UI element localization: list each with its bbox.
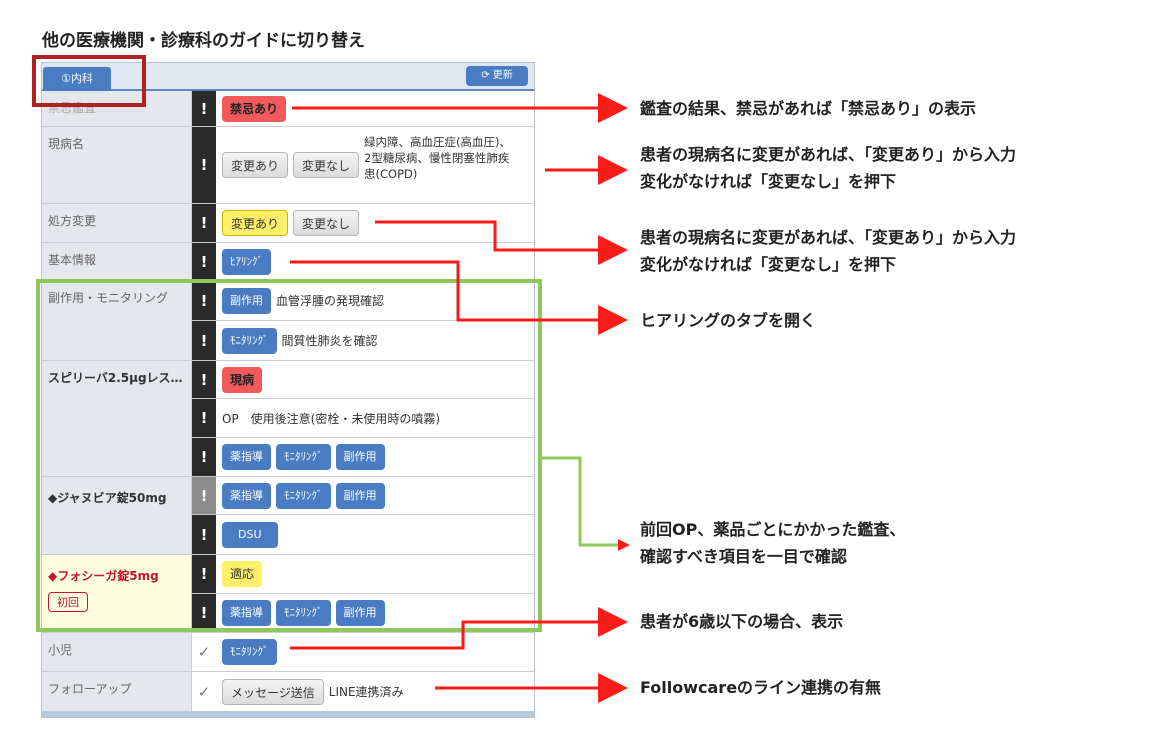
annotation-disease: 患者の現病名に変更があれば、「変更あり」から入力変化がなければ「変更なし」を押下 (640, 141, 1016, 195)
monitoring-button[interactable]: ﾓﾆﾀﾘﾝｸﾞ (222, 327, 277, 354)
monitoring-note: 間質性肺炎を確認 (281, 334, 378, 348)
annotation-hearing: ヒアリングのタブを開く (640, 311, 817, 330)
side-effect-button[interactable]: 副作用 (222, 287, 271, 314)
alert-icon: ! (192, 515, 216, 554)
row-rx-change: 処方変更 ! 変更あり変更なし (42, 204, 534, 243)
arrow-5-head (618, 539, 630, 551)
alert-icon: ! (192, 594, 216, 632)
alert-icon: ! (192, 243, 216, 280)
row-kinki: 禁忌鑑査 ! 禁忌あり (42, 91, 534, 127)
row-disease: 現病名 ! 変更あり変更なし緑内障、高血圧症(高血圧)、2型糖尿病、慢性閉塞性肺… (42, 127, 534, 204)
annotation-kinki: 鑑査の結果、禁忌があれば「禁忌あり」の表示 (640, 99, 977, 118)
row-side-effect-monitoring: 副作用・モニタリング !副作用血管浮腫の発現確認 !ﾓﾆﾀﾘﾝｸﾞ 間質性肺炎を確… (42, 281, 534, 361)
annotation-rx: 患者の現病名に変更があれば、「変更あり」から入力変化がなければ「変更なし」を押下 (640, 224, 1016, 278)
alert-icon: ! (192, 477, 216, 514)
row-label: 現病名 (42, 127, 192, 203)
alert-icon: ! (192, 204, 216, 242)
guidance-button[interactable]: 薬指導 (222, 444, 271, 470)
op-note: OP 使用後注意(密栓・未使用時の噴霧) (222, 411, 441, 426)
monitoring-button[interactable]: ﾓﾆﾀﾘﾝｸﾞ (276, 600, 331, 626)
drug-name: ◆ジャヌビア錠50mg (42, 477, 192, 554)
contraindication-badge[interactable]: 禁忌あり (222, 95, 287, 122)
alert-icon: ! (192, 127, 216, 203)
annotation-line: 患者の現病名に変更があれば、「変更あり」から入力 (640, 145, 1017, 164)
annotation-line: 患者の現病名に変更があれば、「変更あり」から入力 (640, 228, 1017, 247)
annotation-line: 確認すべき項目を一目で確認 (640, 547, 847, 566)
disease-list: 緑内障、高血圧症(高血圧)、2型糖尿病、慢性閉塞性肺疾患(COPD) (364, 135, 512, 181)
guidance-button[interactable]: 薬指導 (222, 600, 271, 626)
row-januvia: ◆ジャヌビア錠50mg !薬指導ﾓﾆﾀﾘﾝｸﾞ副作用 !DSU (42, 477, 534, 555)
row-child: 小児 ✓ ﾓﾆﾀﾘﾝｸﾞ (42, 633, 534, 672)
current-disease-badge[interactable]: 現病 (222, 366, 263, 393)
side-effect-button[interactable]: 副作用 (335, 600, 385, 626)
monitoring-button[interactable]: ﾓﾆﾀﾘﾝｸﾞ (276, 482, 331, 509)
guide-panel: ①内科 ⟳ 更新 禁忌鑑査 ! 禁忌あり 現病名 ! 変更あり変更なし緑内障、高… (41, 62, 535, 718)
alert-icon: ! (192, 281, 216, 320)
row-forxiga: ◆フォシーガ錠5mg 初回 !適応 !薬指導ﾓﾆﾀﾘﾝｸﾞ副作用 (42, 555, 534, 633)
refresh-icon: ⟳ (481, 70, 493, 81)
panel-header: ①内科 ⟳ 更新 (42, 63, 534, 91)
row-label: 処方変更 (42, 204, 192, 242)
disease-nochange-button[interactable]: 変更なし (293, 152, 360, 178)
monitoring-button[interactable]: ﾓﾆﾀﾘﾝｸﾞ (276, 444, 331, 470)
alert-icon: ! (192, 91, 216, 126)
side-effect-button[interactable]: 副作用 (335, 482, 385, 509)
hearing-button[interactable]: ﾋｱﾘﾝｸﾞ (222, 248, 271, 275)
alert-icon: ! (192, 321, 216, 360)
connector-green (540, 456, 620, 547)
row-spiriva: スピリーバ2.5μgレス… !現病 !OP 使用後注意(密栓・未使用時の噴霧) … (42, 361, 534, 477)
send-message-button[interactable]: メッセージ送信 (222, 678, 324, 705)
row-label: 副作用・モニタリング (42, 281, 192, 360)
annotation-drugs: 前回OP、薬品ごとにかかった鑑査、確認すべき項目を一目で確認 (640, 516, 905, 570)
row-label: 基本情報 (42, 243, 192, 280)
panel-footer (42, 711, 534, 717)
row-followup: フォローアップ ✓ メッセージ送信 LINE連携済み (42, 672, 534, 711)
page-title: 他の医療機関・診療科のガイドに切り替え (42, 31, 365, 51)
annotation-line: 変化がなければ「変更なし」を押下 (640, 172, 897, 191)
indication-badge[interactable]: 適応 (222, 561, 263, 587)
row-label: 禁忌鑑査 (42, 91, 192, 126)
rx-nochange-button[interactable]: 変更なし (293, 210, 360, 236)
disease-change-button[interactable]: 変更あり (222, 152, 289, 178)
rx-change-button[interactable]: 変更あり (222, 210, 289, 236)
drug-name-text: ◆フォシーガ錠5mg (48, 569, 159, 583)
alert-icon: ! (192, 438, 216, 476)
guidance-button[interactable]: 薬指導 (222, 482, 271, 509)
first-time-badge: 初回 (48, 592, 88, 612)
refresh-button[interactable]: ⟳ 更新 (466, 66, 528, 86)
annotation-child: 患者が6歳以下の場合、表示 (640, 612, 844, 631)
check-icon: ✓ (192, 672, 216, 711)
side-effect-note: 血管浮腫の発現確認 (276, 294, 385, 308)
annotation-line: 変化がなければ「変更なし」を押下 (640, 255, 897, 274)
line-status: LINE連携済み (328, 685, 404, 699)
drug-name: ◆フォシーガ錠5mg 初回 (42, 555, 192, 632)
drug-name: スピリーバ2.5μgレス… (42, 361, 192, 476)
row-label: 小児 (42, 633, 192, 671)
child-monitoring-button[interactable]: ﾓﾆﾀﾘﾝｸﾞ (222, 639, 277, 665)
dsu-button[interactable]: DSU (222, 521, 278, 548)
alert-icon: ! (192, 555, 216, 593)
check-icon: ✓ (192, 633, 216, 671)
annotation-followcare: Followcareのライン連携の有無 (640, 678, 882, 697)
row-label: フォローアップ (42, 672, 192, 711)
tab-internal-medicine[interactable]: ①内科 (43, 67, 111, 91)
side-effect-button[interactable]: 副作用 (335, 444, 385, 470)
annotation-line: 前回OP、薬品ごとにかかった鑑査、 (640, 520, 906, 539)
row-basic-info: 基本情報 ! ﾋｱﾘﾝｸﾞ (42, 243, 534, 281)
refresh-label: 更新 (492, 70, 513, 81)
alert-icon: ! (192, 399, 216, 437)
alert-icon: ! (192, 361, 216, 398)
